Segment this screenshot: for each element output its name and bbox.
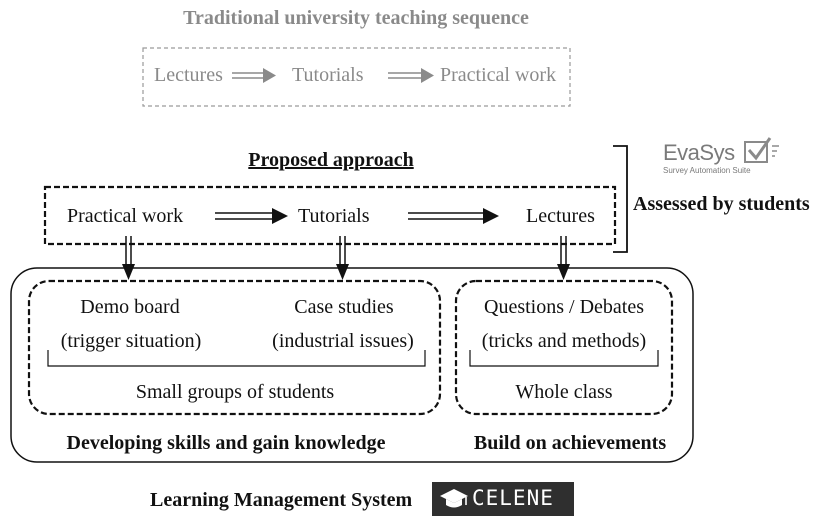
proposed-box <box>43 185 617 246</box>
celene-logo: CELENE <box>432 482 574 516</box>
proposed-step-tutorials: Tutorials <box>298 205 370 227</box>
case-studies-label: Case studies <box>294 296 394 318</box>
traditional-arrow-2 <box>388 68 434 83</box>
demo-board-label: Demo board <box>80 296 180 318</box>
assessed-bracket <box>613 145 628 253</box>
evasys-logo-name: EvaSys <box>663 140 735 165</box>
proposed-arrow-2 <box>408 208 499 224</box>
evasys-logo-subtitle: Survey Automation Suite <box>663 166 751 175</box>
demo-board-sublabel: (trigger situation) <box>60 330 202 352</box>
traditional-step-tutorials: Tutorials <box>292 64 364 86</box>
traditional-step-practical: Practical work <box>440 64 557 86</box>
traditional-box <box>142 47 571 107</box>
checkbox-check-icon <box>744 137 779 163</box>
small-groups-label: Small groups of students <box>135 381 335 403</box>
traditional-step-lectures: Lectures <box>154 64 223 86</box>
questions-debates-sublabel: (tricks and methods) <box>481 330 647 352</box>
evasys-logo: EvaSys Survey Automation Suite <box>663 140 751 180</box>
assessed-label: Assessed by students <box>633 193 810 215</box>
left-caption: Developing skills and gain knowledge <box>66 432 386 454</box>
right-grouping-bracket <box>469 350 659 367</box>
down-arrow-lectures <box>557 236 570 280</box>
lms-label: Learning Management System <box>150 489 413 511</box>
right-caption: Build on achievements <box>473 432 667 454</box>
case-studies-sublabel: (industrial issues) <box>272 330 414 352</box>
proposed-step-lectures: Lectures <box>526 205 595 227</box>
graduation-cap-icon <box>440 489 468 508</box>
whole-class-label: Whole class <box>515 381 613 403</box>
proposed-title: Proposed approach <box>248 149 414 171</box>
down-arrow-tutorials <box>336 236 349 280</box>
left-inner-box <box>27 279 442 416</box>
right-inner-box <box>454 279 674 416</box>
proposed-arrow-1 <box>215 208 288 224</box>
traditional-arrow-1 <box>232 68 276 83</box>
questions-debates-label: Questions / Debates <box>484 296 644 318</box>
proposed-step-practical: Practical work <box>67 205 184 227</box>
celene-logo-name: CELENE <box>472 486 554 510</box>
outer-box <box>10 267 694 463</box>
down-arrow-practical <box>122 236 135 280</box>
traditional-title: Traditional university teaching sequence <box>183 7 529 29</box>
left-grouping-bracket <box>47 350 426 367</box>
